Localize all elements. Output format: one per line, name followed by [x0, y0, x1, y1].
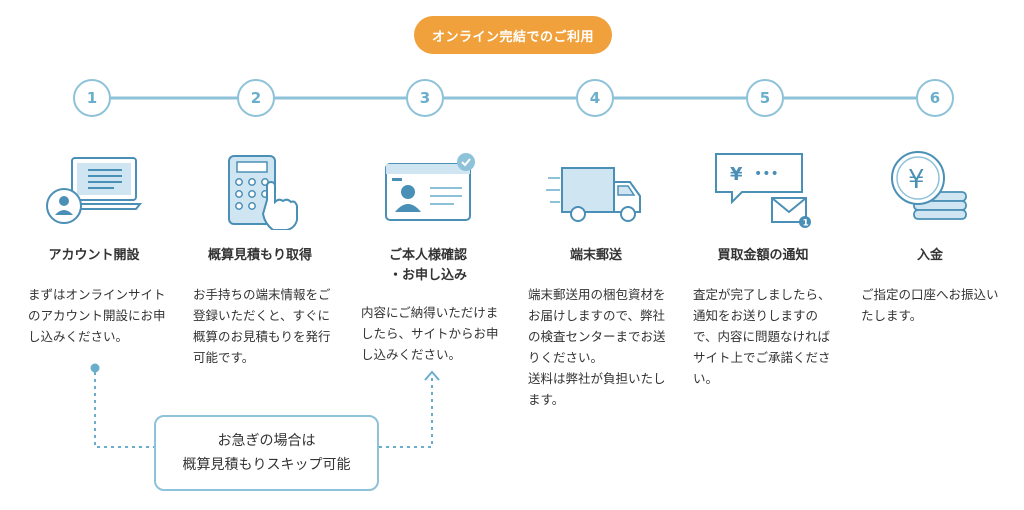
online-completion-badge: オンライン完結でのご利用 [414, 16, 612, 54]
badge-label: オンライン完結でのご利用 [431, 29, 594, 45]
connector-arrow-head [424, 370, 440, 381]
yen-symbol: ¥ [730, 164, 743, 185]
step-3-number: 3 [406, 79, 444, 117]
step-5-title: 買取金額の通知 [717, 248, 809, 263]
connector-left-path [94, 372, 154, 448]
timeline [92, 96, 935, 100]
yen-coin-deposit-icon: ¥ [891, 151, 967, 220]
laptop-account-icon [46, 157, 142, 224]
connector-right-path [379, 375, 433, 448]
step-4-title: 端末郵送 [569, 248, 622, 263]
step-6-number: 6 [916, 79, 954, 117]
step-5-number: 5 [746, 79, 784, 117]
mail-badge-count: 1 [803, 219, 809, 229]
step-6-description: ご指定の口座へお振込いたします。 [861, 287, 999, 323]
express-skip-callout: お急ぎの場合は 概算見積もりスキップ可能 [154, 415, 379, 491]
calculator-hand-icon [228, 155, 298, 230]
callout-line-2: 概算見積もりスキップ可能 [182, 457, 351, 473]
price-notification-icon: ¥ ••• 1 [715, 153, 811, 229]
step-2-number: 2 [237, 79, 275, 117]
delivery-truck-icon [546, 167, 641, 222]
callout-line-1: お急ぎの場合は [217, 433, 316, 449]
step-6-title: 入金 [916, 248, 943, 263]
coin-yen-symbol: ¥ [908, 165, 925, 195]
step-1-number: 1 [73, 79, 111, 117]
connector-start-dot [90, 363, 100, 373]
id-card-check-icon [385, 153, 475, 221]
step-2-title: 概算見積もり取得 [207, 248, 312, 263]
step-4-number: 4 [576, 79, 614, 117]
step-3-title: ご本人様確認・お申し込み [388, 248, 467, 283]
step-5-description: 査定が完了しましたら、通知をお送りしますので、内容に問題なければサイト上でご承諾… [693, 287, 831, 386]
step-1-description: まずはオンラインサイトのアカウント開設にお申し込みください。 [28, 287, 166, 344]
step-3-description: 内容にご納得いただけましたら、サイトからお申し込みください。 [361, 305, 499, 362]
step-1-title: アカウント開設 [48, 248, 140, 263]
chat-dots: ••• [754, 166, 779, 182]
step-4-description: 端末郵送用の梱包資材をお届けしますので、弊社の検査センターまでお送りください。 … [528, 287, 666, 407]
step-2-description: お手持ちの端末情報をご登録いただくと、すぐに概算のお見積もりを発行可能です。 [193, 287, 331, 365]
